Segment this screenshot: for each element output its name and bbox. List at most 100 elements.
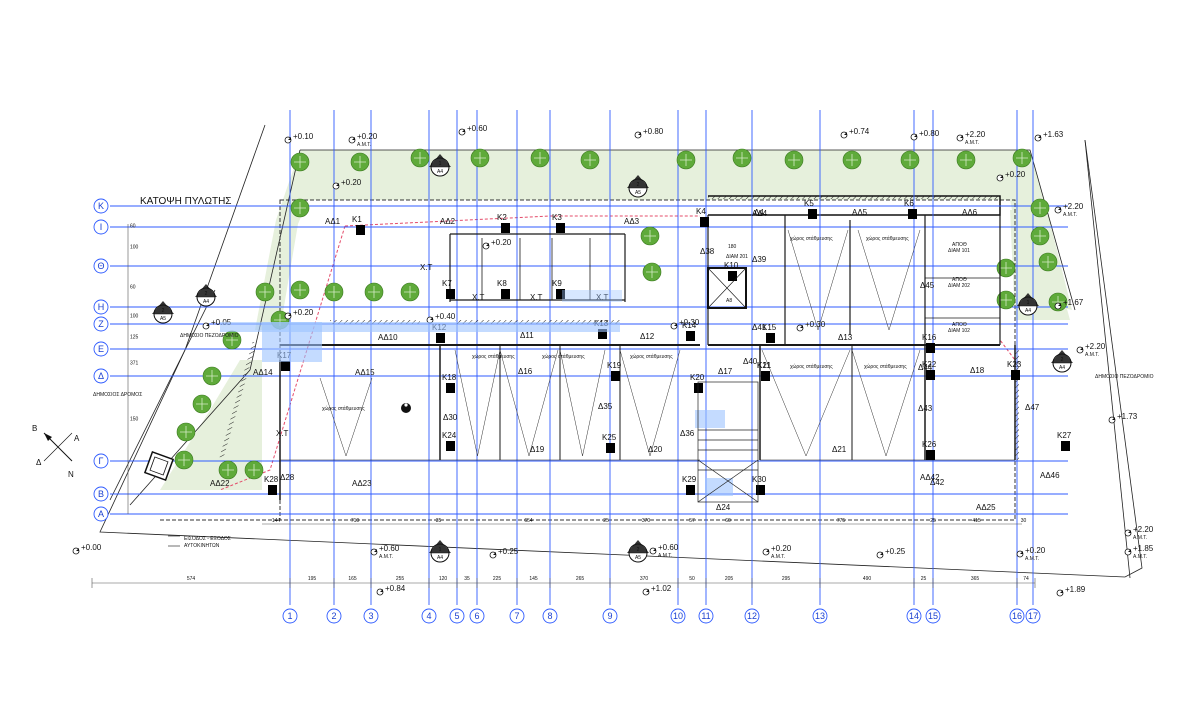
- beam-label: ΑΔ1: [325, 217, 341, 226]
- level-mark-fill-icon: [1058, 303, 1061, 306]
- axis-bubble-v-7: [509, 608, 525, 624]
- level-note: Α.Μ.Τ.: [1085, 352, 1099, 358]
- tree-detail-icon: [294, 284, 306, 296]
- axis-label-v-8: 8: [547, 611, 552, 621]
- tree-detail-icon: [206, 370, 218, 382]
- section-mark-arrow-icon: [627, 175, 649, 188]
- level-mark-fill-icon: [288, 313, 291, 316]
- column-label-Κ4: Κ4: [696, 207, 706, 216]
- axis-label-v-13: 13: [815, 611, 825, 621]
- axis-bubble-v-6: [469, 608, 485, 624]
- axis-bubble-v-2: [326, 608, 342, 624]
- level-mark-fill-icon: [914, 134, 917, 137]
- axis-bubble-h-Θ: [93, 258, 109, 274]
- beam-label: ΑΔ14: [253, 368, 273, 377]
- room-label-storage: ΑΠΟΘ: [952, 322, 967, 328]
- column-label-Κ7: Κ7: [442, 279, 452, 288]
- column-Κ2: [501, 223, 510, 233]
- dimension-value-inner: 654: [524, 518, 533, 524]
- column-label-Κ3: Κ3: [552, 213, 562, 222]
- level-mark-fill-icon: [1060, 590, 1063, 593]
- room-label-parking: χώρος στάθμευσης: [790, 235, 833, 242]
- level-value: +0.60: [467, 124, 488, 133]
- tree-detail-icon: [368, 286, 380, 298]
- tree-detail-icon: [404, 286, 416, 298]
- parking-bay-line: [319, 377, 373, 457]
- axis-label-v-9: 9: [607, 611, 612, 621]
- beam-label: ΑΔ3: [624, 217, 640, 226]
- tree-detail-icon: [960, 154, 972, 166]
- dimension-value: 74: [1023, 576, 1029, 582]
- beam-label: ΑΔ22: [210, 479, 230, 488]
- level-value: +0.20: [341, 178, 362, 187]
- column-label-Κ28: Κ28: [264, 475, 279, 484]
- column-label-Κ23: Κ23: [1007, 360, 1022, 369]
- level-mark-fill-icon: [960, 135, 963, 138]
- level-note: Α.Μ.Τ.: [1025, 556, 1039, 562]
- level-value: +2.20: [1133, 525, 1154, 534]
- axis-bubble-v-12: [744, 608, 760, 624]
- dimension-value-inner: 30: [1021, 518, 1027, 524]
- tree-detail-icon: [294, 202, 306, 214]
- section-mark-arrow-icon: [1017, 293, 1039, 306]
- parking-bay-line: [857, 229, 921, 331]
- room-label-parking: χώρος στάθμευσης: [790, 363, 833, 370]
- level-value: +0.80: [643, 127, 664, 136]
- axis-bubble-v-16: [1009, 608, 1025, 624]
- dimension-value: 365: [971, 576, 980, 582]
- tree-detail-icon: [294, 156, 306, 168]
- dimension-value: 205: [725, 576, 734, 582]
- level-value: +2.20: [965, 130, 986, 139]
- level-value: +0.80: [919, 129, 940, 138]
- level-value: +0.20: [1005, 170, 1026, 179]
- columns: Κ1Κ2Κ3Κ4Κ5Κ6Κ7Κ8Κ9Κ10Κ11Κ12Κ13Κ14Κ15Κ16Κ…: [264, 199, 1072, 495]
- room-label-xt: Χ.Τ: [472, 293, 485, 302]
- level-mark-fill-icon: [880, 552, 883, 555]
- column-label-Κ10: Κ10: [724, 261, 739, 270]
- level-value: +0.20: [491, 238, 512, 247]
- axis-label-v-7: 7: [514, 611, 519, 621]
- section-mark-id: 1: [1027, 300, 1030, 306]
- level-mark-fill-icon: [380, 589, 383, 592]
- column-Κ9: [556, 289, 565, 299]
- column-label-Κ30: Κ30: [752, 475, 767, 484]
- parking-bay-line: [851, 349, 921, 457]
- column-Κ26: [926, 450, 935, 460]
- axis-label-h-Β: Β: [98, 489, 104, 499]
- north-arrow-icon: Β Α Δ Ν: [32, 424, 80, 479]
- column-Κ10: [728, 271, 737, 281]
- column-label-Κ26: Κ26: [922, 440, 937, 449]
- beam-label: ΑΔ6: [962, 208, 978, 217]
- dimension-value: 265: [576, 576, 585, 582]
- column-Κ30: [756, 485, 765, 495]
- street-label-public-walk-left: ΔΗΜΟΣΙΟ ΠΕΖΟΔΡΟΜΙΟ: [180, 333, 239, 339]
- level-mark-fill-icon: [1128, 549, 1131, 552]
- level-mark-fill-icon: [288, 137, 291, 140]
- axis-label-h-Ε: Ε: [98, 344, 104, 354]
- beam-label: ΑΔ42: [920, 473, 940, 482]
- level-mark-fill-icon: [638, 132, 641, 135]
- section-mark-arrow-icon: [195, 284, 217, 297]
- dimension-value-inner: 775: [837, 518, 846, 524]
- axis-bubble-v-17: [1025, 608, 1041, 624]
- axis-bubble-v-14: [906, 608, 922, 624]
- section-mark-id: 1: [439, 547, 442, 553]
- drawing-title: ΚΑΤΟΨΗ ΠΥΛΩΤΗΣ: [140, 196, 231, 207]
- dimension-value: 50: [689, 576, 695, 582]
- room-label-parking: χώρος στάθμευσης: [542, 353, 585, 360]
- level-value: +0.30: [679, 318, 700, 327]
- level-mark-fill-icon: [1000, 175, 1003, 178]
- axis-label-h-Κ: Κ: [98, 201, 104, 211]
- beam-label: Δ4: [754, 208, 764, 217]
- column-Κ17: [281, 361, 290, 371]
- column-Κ7: [446, 289, 455, 299]
- beam-label: Δ43: [918, 404, 933, 413]
- section-mark-sheet: Α5: [160, 316, 166, 322]
- column-label-Κ21: Κ21: [757, 361, 772, 370]
- beam-label: Δ35: [598, 402, 613, 411]
- dimension-value: 370: [640, 576, 649, 582]
- dimension-value-side: 150: [130, 417, 139, 423]
- level-value: +0.20: [1025, 546, 1046, 555]
- beam-label: Δ19: [530, 445, 545, 454]
- level-mark-fill-icon: [430, 317, 433, 320]
